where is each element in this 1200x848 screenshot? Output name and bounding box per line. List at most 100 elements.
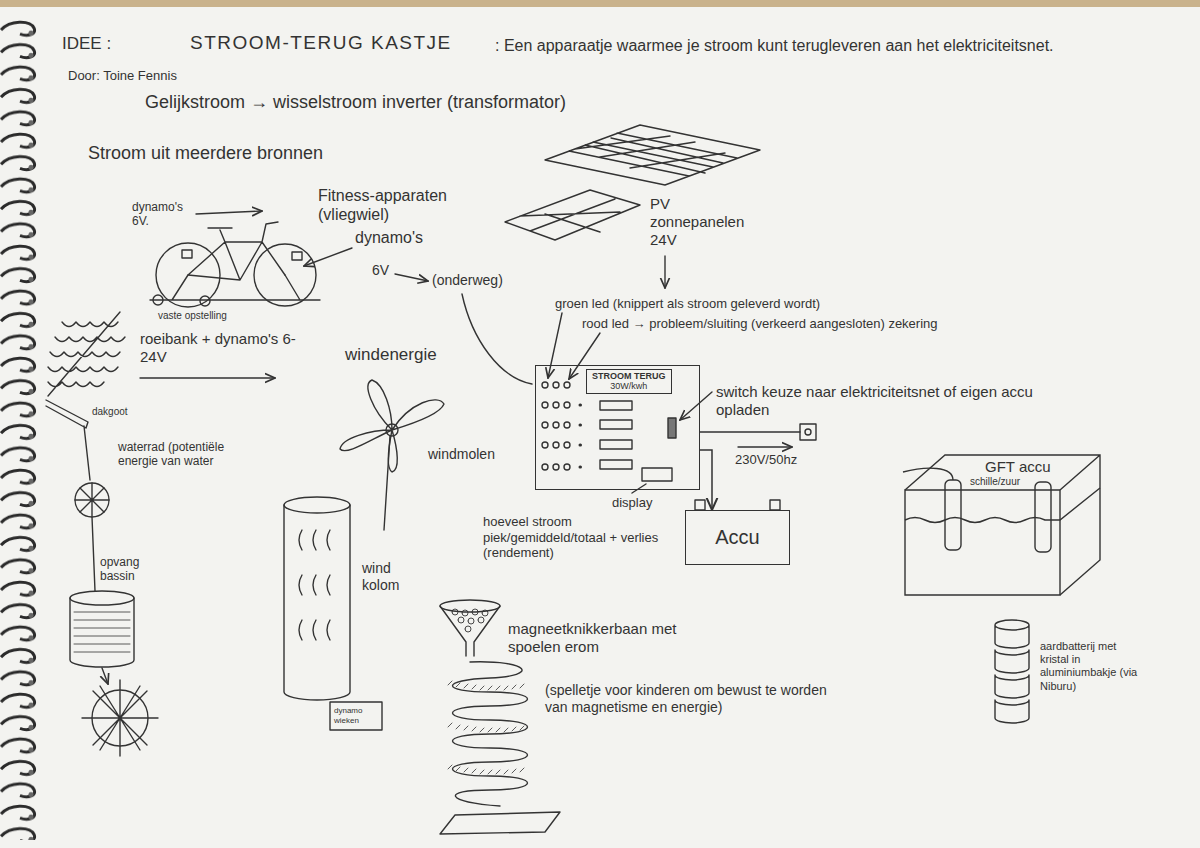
dynamo-box [330, 702, 382, 730]
electrode [945, 480, 961, 550]
led [553, 422, 559, 428]
note-label: display [612, 495, 652, 511]
note-label: dakgoot [92, 406, 128, 418]
electrode [1035, 482, 1051, 552]
led [542, 402, 548, 408]
note-label: waterrad (potentiële energie van water [118, 440, 233, 469]
track-base [440, 812, 560, 834]
note-label: windenergie [345, 345, 437, 365]
box-back [905, 455, 1100, 595]
marbles [452, 609, 488, 632]
earth-battery [995, 620, 1029, 723]
note-label: Stroom uit meerdere bronnen [88, 143, 323, 165]
stand-roller [200, 296, 210, 306]
gft-battery: GFT accuschille/zuur [900, 440, 1105, 600]
led [542, 464, 548, 470]
panel-title: STROOM TERUG [592, 371, 666, 381]
led [564, 402, 570, 408]
gft-battery-drawing [903, 455, 1100, 595]
note-label: dynamo's 6V. [132, 200, 192, 229]
coil-spiral [453, 662, 528, 806]
leader-line [548, 313, 562, 378]
note-label: groen led (knippert als stroom geleverd … [555, 296, 820, 312]
note-label: (onderweg) [432, 272, 503, 289]
basin-water [74, 612, 130, 652]
mains-wire [700, 431, 800, 432]
bike-frame [188, 222, 285, 280]
arrow [102, 668, 108, 684]
note-label: dynamo's [355, 228, 423, 247]
electrode-wire [903, 468, 953, 480]
panel-leds [542, 382, 570, 470]
dynamo-symbol [182, 250, 192, 258]
wire [462, 294, 532, 384]
basin [70, 591, 134, 605]
arrow [140, 377, 275, 378]
dynamo-symbol [292, 252, 302, 260]
box-front [905, 490, 1060, 595]
leader-line [680, 392, 712, 420]
battery-terminal [695, 500, 705, 510]
roof-tiles [48, 312, 125, 396]
solar-panel [545, 125, 760, 185]
note-label: IDEE : [62, 34, 111, 54]
gutter [46, 400, 90, 480]
panel-rating: 30W/kwh [592, 381, 666, 391]
panel-slot [600, 440, 632, 449]
note-label: rood led → probleem/sluiting (verkeerd a… [582, 316, 938, 332]
battery-box: Accu [685, 510, 790, 565]
title: STROOM-TERUG KASTJE [190, 32, 452, 55]
led [542, 442, 548, 448]
wind-column [284, 497, 350, 513]
led [564, 442, 570, 448]
display-window [642, 468, 672, 481]
note-label: (spelletje voor kinderen om bewust te wo… [545, 682, 835, 716]
spiral-binding [0, 20, 40, 840]
wind-column [284, 505, 350, 700]
panel-slot [600, 401, 632, 410]
note-label: PV zonnepanelen 24V [650, 195, 750, 249]
socket-symbol [805, 429, 811, 435]
panel-slot [600, 460, 632, 469]
stand-roller [153, 295, 163, 305]
note-label: 6V [372, 262, 389, 279]
funnel [440, 606, 500, 656]
liquid-surface [905, 488, 1100, 523]
panel-dots [579, 405, 583, 467]
arrow [196, 211, 262, 214]
note-label: vaste opstelling [158, 310, 227, 322]
note-label: dynamo wieken [334, 706, 380, 725]
connector [700, 450, 712, 510]
basin [70, 598, 134, 667]
led [553, 442, 559, 448]
box-label: GFT accu [985, 458, 1051, 475]
table-edge [0, 0, 1200, 7]
note-label: windmolen [428, 446, 495, 463]
control-box: STROOM TERUG30W/kwh [535, 365, 700, 490]
panel-header: STROOM TERUG30W/kwh [586, 369, 672, 394]
led [564, 464, 570, 470]
note-label: aardbatterij met kristal in aluminiumbak… [1040, 640, 1140, 693]
note-label: Fitness-apparaten (vliegwiel) [318, 186, 488, 224]
led [564, 422, 570, 428]
coil-windings [448, 681, 524, 774]
socket-symbol [800, 424, 816, 440]
led [553, 402, 559, 408]
note-label: Door: Toine Fennis [68, 68, 177, 84]
note-label: 230V/50hz [735, 452, 797, 468]
panel-slot [600, 420, 632, 429]
battery-terminal [770, 500, 780, 510]
arrow [395, 274, 428, 281]
note-label: hoeveel stroom piek/gemiddeld/totaal + v… [483, 514, 683, 561]
solar-panel [505, 190, 640, 240]
bike-stand [150, 275, 320, 300]
arrow [304, 248, 352, 266]
leader-line [632, 484, 646, 493]
note-label: switch keuze naar elektriciteitsnet of e… [716, 383, 1081, 419]
switch-symbol [668, 418, 676, 438]
led [553, 464, 559, 470]
led [564, 382, 570, 388]
